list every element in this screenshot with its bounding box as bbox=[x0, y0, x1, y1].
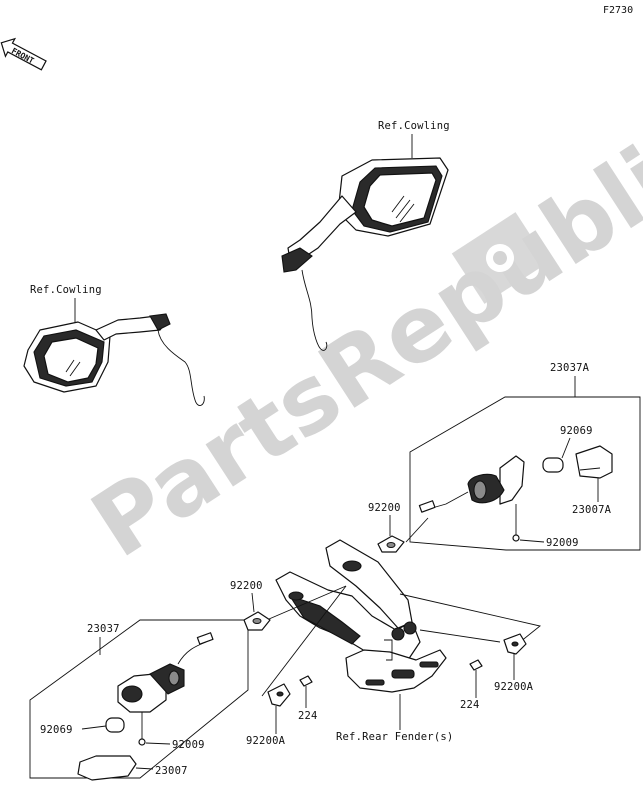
label-92200-left: 92200 bbox=[230, 580, 263, 592]
label-92069-left: 92069 bbox=[40, 724, 73, 736]
bracket-92200A-left bbox=[267, 683, 291, 707]
label-92069-right: 92069 bbox=[560, 425, 593, 437]
watermark-gear-icon bbox=[451, 212, 549, 304]
label-224-right: 224 bbox=[460, 699, 480, 711]
screw-92009-left bbox=[138, 712, 146, 746]
grommet-92200-right bbox=[377, 535, 405, 553]
label-23037A: 23037A bbox=[550, 362, 590, 374]
label-92009-right: 92009 bbox=[546, 537, 579, 549]
right-mirror bbox=[281, 157, 449, 351]
label-92200A-right: 92200A bbox=[494, 681, 534, 693]
label-92009-left: 92009 bbox=[172, 739, 205, 751]
grommet-92200-left bbox=[243, 611, 271, 631]
assembly-bracket-23037A bbox=[409, 396, 641, 551]
label-92200A-left: 92200A bbox=[246, 735, 286, 747]
label-92200-right: 92200 bbox=[368, 502, 401, 514]
left-turn-signal bbox=[77, 632, 214, 781]
nut-224-left bbox=[299, 675, 313, 687]
rear-fender bbox=[275, 539, 447, 693]
label-23007: 23007 bbox=[155, 765, 188, 777]
nut-224-right bbox=[469, 659, 483, 671]
assembly-bracket-23037 bbox=[29, 619, 249, 779]
bracket-92200A-right bbox=[503, 633, 527, 655]
figure-code: F2730 bbox=[603, 5, 633, 16]
screw-92009-right bbox=[512, 504, 520, 542]
front-arrow-icon: FRONT bbox=[0, 37, 47, 71]
right-turn-signal bbox=[418, 445, 613, 513]
ref-cowling-left-label: Ref.Cowling bbox=[30, 284, 102, 296]
ref-cowling-right-label: Ref.Cowling bbox=[378, 120, 450, 132]
ref-rear-fender-label: Ref.Rear Fender(s) bbox=[336, 731, 453, 743]
label-23037: 23037 bbox=[87, 623, 120, 635]
label-224-left: 224 bbox=[298, 710, 318, 722]
left-mirror bbox=[23, 313, 205, 406]
label-23007A: 23007A bbox=[572, 504, 612, 516]
